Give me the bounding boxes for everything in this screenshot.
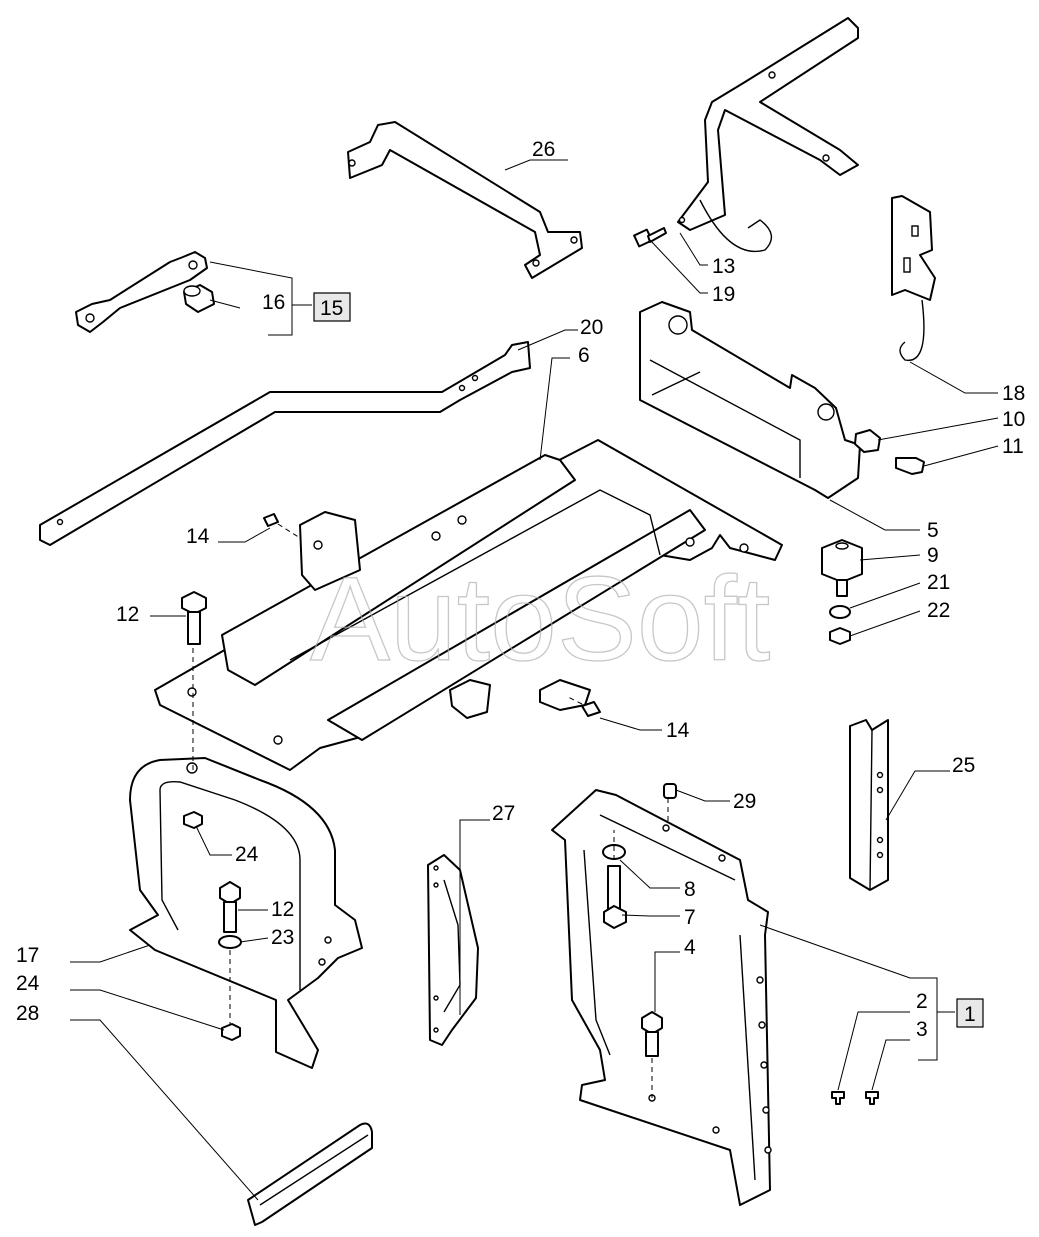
part-6-base-frame [154,439,783,771]
part-22-nut [829,627,851,645]
callout-12-lower: 12 [271,898,294,921]
callout-6: 6 [578,344,590,367]
alignment-lines [192,523,669,1098]
callout-23: 23 [271,926,294,949]
callout-2: 2 [916,990,928,1013]
part-4-bolt [641,1011,663,1057]
leader-lines [70,159,999,1201]
part-14-grease-nipple [263,513,279,527]
callout-21: 21 [927,571,950,594]
part-27-handle [427,854,479,1046]
part-5-seat-support [639,301,861,499]
callout-box-15 [313,292,351,322]
part-15-adjusting-rod [75,251,208,333]
callout-9: 9 [927,544,939,567]
callout-17: 17 [16,944,39,967]
callout-18: 18 [1002,382,1025,405]
part-7-bolt [603,865,627,929]
part-17-loop-frame [129,757,363,1069]
callout-11: 11 [1002,435,1024,458]
callout-20: 20 [580,316,603,339]
callout-28: 28 [16,1002,39,1025]
part-14-grease-nipple-right [581,701,601,717]
part-25-angle-bar [849,719,889,891]
watermark: AutoSoft [310,552,770,686]
part-18-hook-plate [891,195,936,361]
part-28-edge-protector [247,1122,373,1226]
part-12-bolt-lower [219,881,241,933]
callout-13: 13 [712,255,735,278]
part-20-long-bar [39,341,531,546]
part-10-bushing [854,429,881,453]
part-9-rubber-mount [821,539,863,597]
callout-26: 26 [532,138,555,161]
part-23-washer [218,935,242,949]
callout-19: 19 [712,283,735,306]
callout-14-lower: 14 [666,719,690,742]
callout-24-upper: 24 [235,843,259,866]
part-1-stand-frame [551,789,772,1206]
part-24-nut-upper [183,811,203,829]
part-24-nut-lower [221,1023,241,1041]
part-3-screw [865,1091,879,1105]
callout-8: 8 [684,878,696,901]
callout-24-lower: 24 [16,972,40,995]
part-2-screw [831,1091,845,1105]
callout-5: 5 [927,519,939,542]
callout-16: 16 [262,291,285,314]
callout-22: 22 [927,599,950,622]
part-16-bushing [183,284,215,313]
part-21-washer [829,605,851,619]
part-19-bolt [633,227,667,248]
callout-10: 10 [1002,408,1025,431]
callout-box-1 [956,998,984,1028]
callout-15: 15 [320,297,343,320]
callout-25: 25 [952,754,975,777]
callout-27: 27 [492,802,515,825]
callout-7: 7 [684,906,696,929]
callout-12-upper: 12 [116,603,139,626]
part-11-bolt [895,457,925,475]
part-26-handle-bracket [347,121,583,279]
callout-3: 3 [916,1018,928,1041]
callout-14-upper: 14 [186,525,210,548]
callout-4: 4 [684,936,696,959]
callout-1: 1 [964,1003,976,1026]
part-29-pin [663,783,677,799]
callout-29: 29 [733,790,756,813]
part-13-bracket-with-hook [677,17,859,252]
part-12-bolt [181,591,207,645]
